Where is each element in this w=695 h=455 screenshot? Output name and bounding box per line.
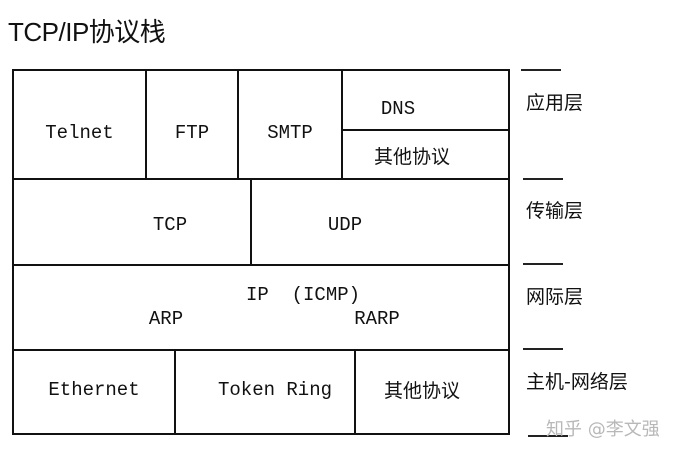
cell-telnet: Telnet <box>45 122 114 144</box>
layer-tick-3 <box>523 263 563 265</box>
cell-tcp: TCP <box>152 214 188 236</box>
cell-token-ring: Token Ring <box>217 379 333 401</box>
layer-label-host-network: 主机-网络层 <box>526 371 628 393</box>
cell-dns: DNS <box>380 98 416 120</box>
cell-ethernet: Ethernet <box>48 379 140 401</box>
cell-ftp: FTP <box>174 122 210 144</box>
transport-divider <box>250 179 252 265</box>
cell-smtp: SMTP <box>267 122 313 144</box>
row-divider-transport-internet <box>13 264 509 266</box>
app-divider-2 <box>237 70 239 179</box>
layer-tick-5 <box>528 435 568 437</box>
app-divider-1 <box>145 70 147 179</box>
link-divider-1 <box>174 350 176 434</box>
dns-divider <box>342 129 509 131</box>
cell-arp: ARP <box>148 308 184 330</box>
layer-label-application: 应用层 <box>526 92 584 114</box>
layer-tick-2 <box>523 178 563 180</box>
watermark: 知乎 @李文强 <box>546 419 660 440</box>
cell-rarp: RARP <box>354 308 400 330</box>
layer-tick-1 <box>521 69 561 71</box>
layer-label-internet: 网际层 <box>526 286 584 308</box>
layer-tick-4 <box>523 348 563 350</box>
cell-app-other: 其他协议 <box>373 145 450 168</box>
cell-ip-icmp: IP (ICMP) <box>246 284 361 306</box>
cell-link-other: 其他协议 <box>383 379 460 402</box>
row-divider-app-transport <box>13 178 509 180</box>
app-divider-3 <box>341 70 343 179</box>
layer-label-transport: 传输层 <box>526 200 584 222</box>
cell-udp: UDP <box>327 214 363 236</box>
row-divider-internet-link <box>13 349 509 351</box>
link-divider-2 <box>354 350 356 434</box>
diagram-title: TCP/IP协议栈 <box>8 17 166 47</box>
